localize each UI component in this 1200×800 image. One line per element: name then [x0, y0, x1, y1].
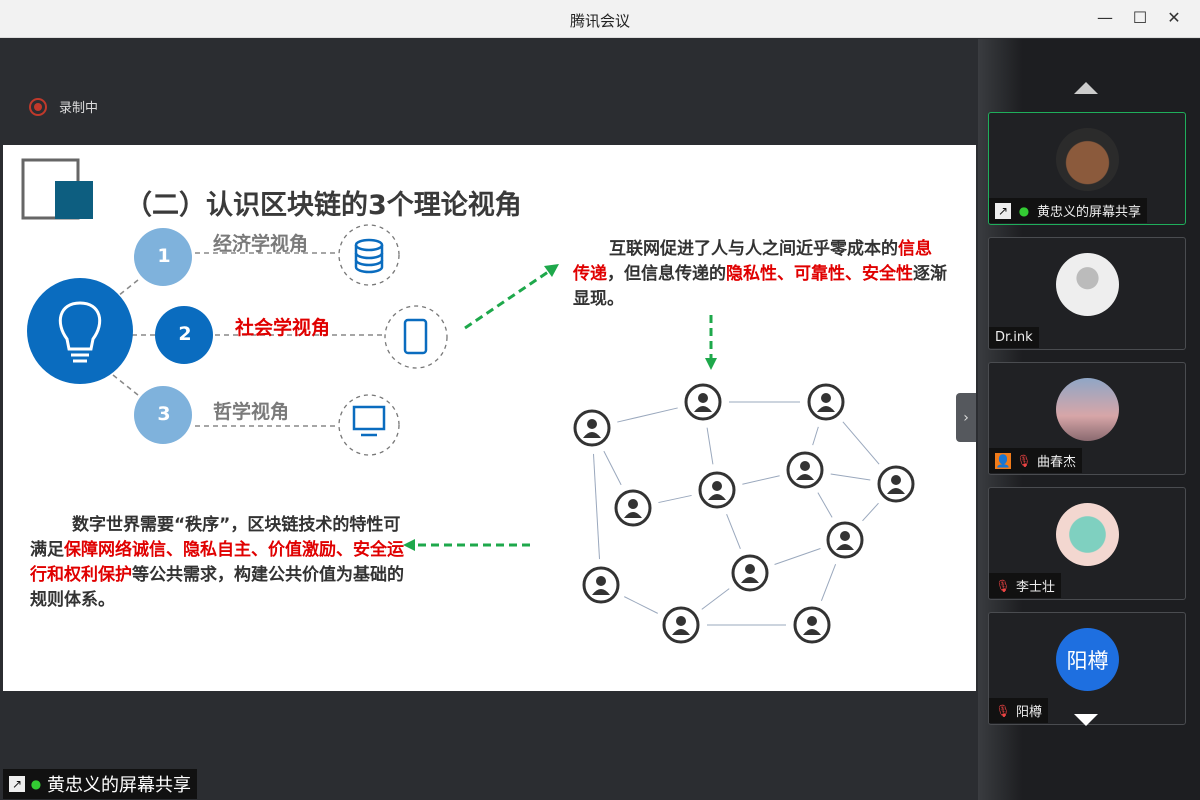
mic-muted-icon: 🎙 — [995, 578, 1011, 593]
participant-name: 黄忠义的屏幕共享 — [1037, 205, 1142, 220]
network-link — [603, 450, 622, 486]
perspective-1-label: 经济学视角 — [213, 233, 309, 255]
cartoon-avatar — [1056, 503, 1119, 566]
lightbulb-icon — [58, 301, 102, 363]
title-deco-square — [55, 181, 93, 219]
person-node-icon — [698, 471, 736, 509]
person-node-icon — [684, 383, 722, 421]
presentation-slide: （二）认识区块链的3个理论视角 1 2 3 经济学视角 社会学视角 哲学视角 互… — [3, 145, 976, 691]
person-node-icon — [662, 606, 700, 644]
close-button[interactable]: ✕ — [1167, 8, 1181, 27]
text-part: 互联网促进了人与人之间近乎零成本的 — [609, 239, 898, 259]
network-link — [830, 473, 871, 481]
perspective-3-circle — [134, 386, 192, 444]
perspective-1-circle — [134, 228, 192, 286]
screen-share-label: ↗ ● 黄忠义的屏幕共享 — [3, 769, 197, 799]
perspective-1-number: 1 — [157, 245, 171, 267]
network-link — [624, 596, 658, 614]
blockchain-text: 数字世界需要“秩序”，区块链技术的特性可满足保障网络诚信、隐私自主、价值激励、安… — [30, 513, 405, 613]
perspective-2-label: 社会学视角 — [235, 317, 331, 339]
participant-tile[interactable]: ↗ ● 黄忠义的屏幕共享 — [988, 112, 1186, 225]
expand-sidebar-button[interactable]: › — [956, 393, 976, 442]
slide-title: （二）认识区块链的3个理论视角 — [125, 190, 522, 221]
participant-tile[interactable]: 👤 🎙 曲春杰 — [988, 362, 1186, 475]
mic-on-icon: ● — [1018, 203, 1030, 218]
perspective-3-label: 哲学视角 — [213, 401, 290, 423]
user-icon: 👤 — [995, 452, 1011, 469]
recording-indicator[interactable]: 录制中 — [29, 97, 98, 116]
maximize-button[interactable]: ☐ — [1132, 8, 1148, 27]
network-link — [742, 475, 780, 485]
person-node-icon — [793, 606, 831, 644]
bear-avatar — [1056, 128, 1119, 191]
network-link — [842, 421, 880, 465]
network-link — [726, 513, 741, 550]
slide-graphics — [21, 158, 915, 644]
participant-name: Dr.ink — [995, 330, 1033, 345]
default-avatar — [1056, 253, 1119, 316]
participant-tile[interactable]: 阳樽 🎙 阳樽 — [988, 612, 1186, 725]
person-node-icon — [614, 489, 652, 527]
participant-name: 阳樽 — [1016, 705, 1043, 720]
lightbulb-circle — [27, 278, 133, 384]
network-link — [862, 502, 879, 522]
share-label: 黄忠义的屏幕共享 — [47, 775, 191, 796]
participant-name: 曲春杰 — [1037, 455, 1077, 470]
network-link — [820, 564, 837, 601]
scroll-down-button[interactable] — [1074, 714, 1098, 726]
screen-share-icon: ↗ — [9, 776, 25, 792]
participant-tile[interactable]: Dr.ink — [988, 237, 1186, 350]
monitor-icon — [352, 405, 386, 437]
window-title: 腾讯会议 — [569, 12, 630, 30]
text-avatar: 阳樽 — [1056, 628, 1119, 691]
participant-name: 李士壮 — [1016, 580, 1056, 595]
internet-text: 互联网促进了人与人之间近乎零成本的信息传递，但信息传递的隐私性、可靠性、安全性逐… — [573, 237, 948, 312]
text-part: 数字世界需要“秩序”，区块链技术的特性可满足 — [30, 515, 401, 560]
network-link — [817, 492, 833, 518]
perspective-3-number: 3 — [157, 403, 171, 425]
person-node-icon — [826, 521, 864, 559]
green-arrows — [413, 268, 713, 547]
person-node-icon — [786, 451, 824, 489]
text-highlight: 保障网络诚信、隐私自主、价值激励、安全运行和权利保护 — [30, 540, 404, 585]
city-avatar — [1056, 378, 1119, 441]
network-link — [774, 548, 821, 565]
network-link — [706, 427, 714, 465]
text-part: 等公共需求，构建公共价值为基础的规则体系。 — [30, 565, 404, 610]
text-part: 逐渐显现。 — [573, 264, 947, 309]
network-link — [617, 407, 678, 423]
participant-tile[interactable]: 🎙 李士壮 — [988, 487, 1186, 600]
network-link — [812, 426, 819, 446]
tablet-icon — [403, 318, 428, 355]
text-highlight: 信息传递 — [573, 239, 932, 284]
screen-share-icon: ↗ — [995, 202, 1011, 219]
participant-sidebar: ↗ ● 黄忠义的屏幕共享 Dr.ink 👤 🎙 曲春杰 🎙 李士壮 阳樽 🎙 阳樽 — [978, 39, 1200, 800]
perspective-2-circle — [155, 306, 213, 364]
person-node-icon — [807, 383, 845, 421]
title-bar: 腾讯会议 — ☐ ✕ — [0, 0, 1200, 38]
recording-label: 录制中 — [59, 101, 99, 116]
text-part: ，但信息传递的 — [607, 264, 726, 284]
mic-muted-icon: 🎙 — [1016, 453, 1032, 468]
person-node-icon — [582, 566, 620, 604]
network-link — [658, 494, 692, 504]
person-node-icon — [877, 465, 915, 503]
person-node-icon — [731, 554, 769, 592]
mic-muted-icon: 🎙 — [995, 703, 1011, 718]
mic-on-icon: ● — [30, 777, 42, 791]
scroll-up-button[interactable] — [1074, 82, 1098, 94]
database-icon — [354, 238, 384, 274]
network-link — [592, 453, 601, 560]
network-diagram — [573, 383, 915, 644]
person-node-icon — [573, 409, 611, 447]
record-icon — [29, 97, 47, 116]
network-link — [701, 588, 730, 610]
minimize-button[interactable]: — — [1097, 8, 1113, 27]
perspective-2-number: 2 — [178, 323, 192, 345]
text-highlight: 隐私性、可靠性、安全性 — [726, 264, 913, 284]
